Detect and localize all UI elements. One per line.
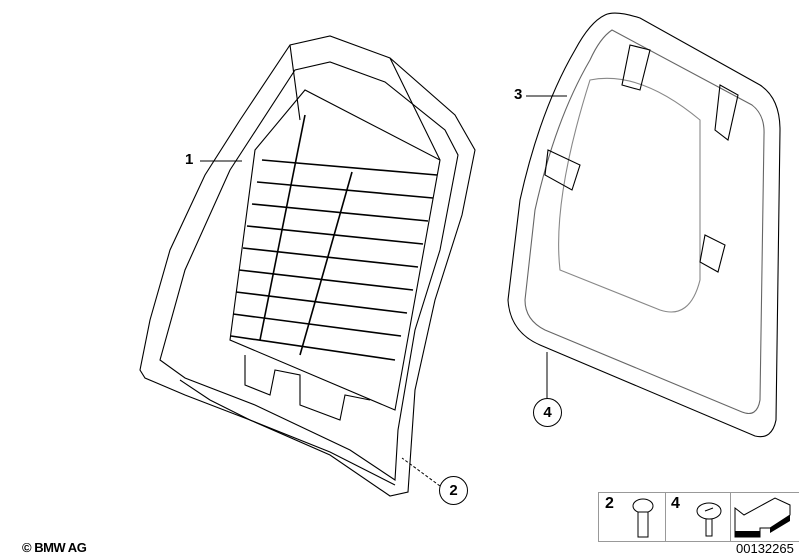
spring-mat xyxy=(230,114,438,361)
copyright: © BMW AG xyxy=(22,540,87,555)
backrest-panel xyxy=(507,12,781,438)
callout-3: 3 xyxy=(514,86,523,103)
diagram-code: 00132265 xyxy=(736,541,794,556)
direction-arrow-cell xyxy=(730,493,799,541)
legend-item-4: 4 xyxy=(665,493,731,541)
callout-2: 2 xyxy=(439,476,468,505)
callout-1: 1 xyxy=(185,151,194,168)
legend-number: 2 xyxy=(605,495,614,512)
parts-legend: 2 4 xyxy=(598,492,799,542)
torx-screw-icon xyxy=(632,498,654,538)
legend-item-2: 2 xyxy=(599,493,666,541)
backrest-frame xyxy=(139,35,476,497)
callout-4: 4 xyxy=(533,398,562,427)
leader-lines xyxy=(200,95,567,487)
direction-arrow-icon xyxy=(734,497,791,538)
legend-number: 4 xyxy=(671,495,680,512)
expanding-rivet-icon xyxy=(696,502,722,537)
